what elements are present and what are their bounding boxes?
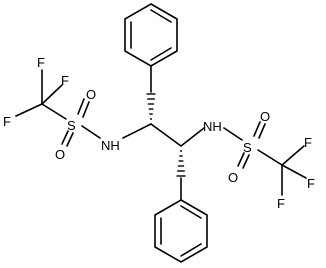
atom-s-right: S (243, 140, 252, 155)
atom-f-right-1: F (304, 135, 312, 150)
ethane-backbone (122, 93, 205, 177)
bottom-phenyl-ring (154, 177, 208, 263)
atom-nh-left: NH (101, 138, 120, 153)
atom-o-right-bottom: O (228, 170, 238, 185)
top-phenyl-ring (124, 3, 178, 93)
atom-f-right-2: F (307, 176, 315, 191)
bond-c1-c2 (150, 123, 182, 147)
bond-so-right-top-b (258, 123, 266, 139)
bond-so-left-top-b (82, 101, 90, 118)
bond-c2-n (180, 127, 205, 147)
ring-bottom-outline (154, 199, 208, 263)
bond-cf-left-3 (41, 84, 63, 105)
ring-top-outline (124, 3, 178, 67)
atom-s-left: S (67, 118, 76, 133)
bond-so-left-top-a (77, 98, 85, 115)
atom-f-left-3: F (61, 73, 69, 88)
bond-cf-right-1 (281, 145, 305, 166)
ring-bottom-double-2 (180, 243, 202, 257)
bond-ns-right (223, 127, 243, 141)
bond-sc-right (257, 149, 283, 166)
ring-top-double-2 (150, 47, 172, 61)
bond-cs-left (41, 103, 67, 120)
atom-o-left-bottom: O (55, 147, 65, 162)
atom-o-left-top: O (86, 87, 96, 102)
atom-f-left-1: F (37, 55, 45, 70)
atom-o-right-top: O (260, 109, 270, 124)
atom-f-right-3: F (277, 196, 285, 211)
ring-top-double-1 (150, 9, 172, 23)
atom-nh-right: NH (203, 119, 222, 134)
bond-so-right-top-a (253, 121, 261, 137)
bond-cf-right-2 (281, 164, 307, 179)
atom-f-left-2: F (3, 114, 11, 129)
ring-bottom-double-1 (180, 205, 202, 219)
bond-sn-left (81, 125, 101, 139)
bond-so-left-bottom-a (61, 130, 69, 145)
bond-so-right-bottom-a (237, 152, 245, 167)
hashed-wedge-c2-phenyl (176, 150, 186, 177)
bond-cf-left-2 (15, 103, 43, 117)
left-triflyl-group: F F F S O O NH (3, 55, 120, 162)
right-triflyl-group: NH S O O F F F (203, 109, 315, 211)
bond-n-c1 (122, 123, 152, 139)
bond-so-left-bottom-b (66, 132, 74, 147)
bond-so-right-bottom-b (242, 154, 250, 169)
hashed-wedge-c1-phenyl (146, 93, 156, 120)
